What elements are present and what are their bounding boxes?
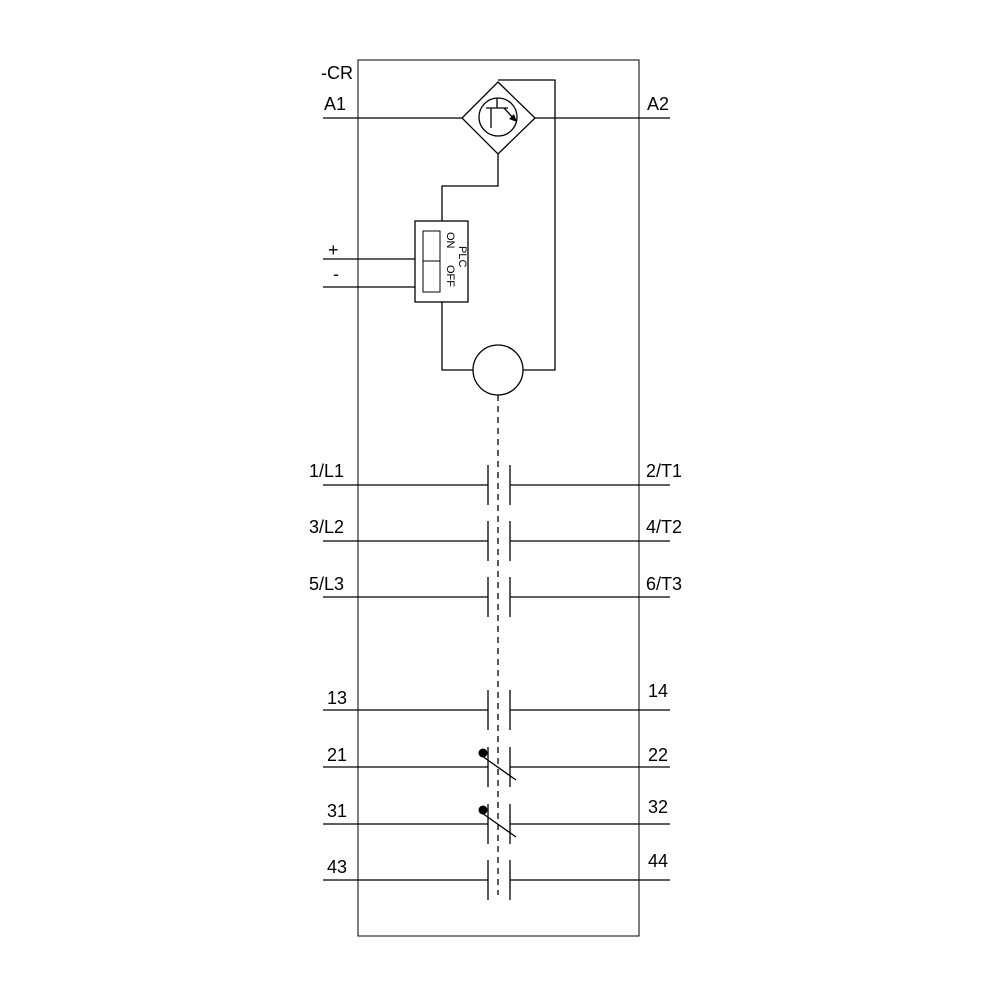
terminal-label: 32	[648, 797, 668, 817]
main-contact-3: 5/L3 6/T3	[309, 574, 682, 617]
aux-contact-13-14: 13 14	[323, 681, 670, 730]
switch-slider	[422, 230, 441, 262]
switch-plc-label: PLC	[456, 246, 468, 267]
device-designation: -CR	[321, 63, 353, 83]
transistor-symbol-icon	[461, 81, 536, 155]
terminal-a1-label: A1	[324, 94, 346, 114]
plc-switch: ON OFF PLC	[414, 220, 469, 303]
terminal-label: 13	[327, 688, 347, 708]
terminal-label: 3/L2	[309, 517, 344, 537]
switch-to-coil-wire	[441, 302, 473, 371]
terminal-label: 14	[648, 681, 668, 701]
main-contact-1: 1/L1 2/T1	[309, 461, 682, 505]
control-wire	[441, 154, 499, 221]
aux-contact-31-32: 31 32	[323, 797, 670, 844]
terminal-label: 31	[327, 801, 347, 821]
coil-symbol-icon	[472, 344, 524, 396]
terminal-label: 1/L1	[309, 461, 344, 481]
terminal-a2-label: A2	[647, 94, 669, 114]
terminal-label: 4/T2	[646, 517, 682, 537]
aux-contact-21-22: 21 22	[323, 745, 670, 787]
plus-label: +	[328, 240, 339, 260]
main-contact-2: 3/L2 4/T2	[309, 517, 682, 561]
terminal-label: 44	[648, 851, 668, 871]
switch-on-label: ON	[444, 232, 456, 249]
terminal-label: 6/T3	[646, 574, 682, 594]
terminal-label: 21	[327, 745, 347, 765]
terminal-label: 43	[327, 857, 347, 877]
device-frame	[357, 59, 640, 937]
coil-return-wire	[498, 79, 556, 371]
minus-label: -	[333, 264, 339, 284]
aux-contact-43-44: 43 44	[323, 851, 670, 900]
terminal-label: 2/T1	[646, 461, 682, 481]
switch-off-label: OFF	[444, 265, 456, 287]
terminal-label: 22	[648, 745, 668, 765]
terminal-label: 5/L3	[309, 574, 344, 594]
